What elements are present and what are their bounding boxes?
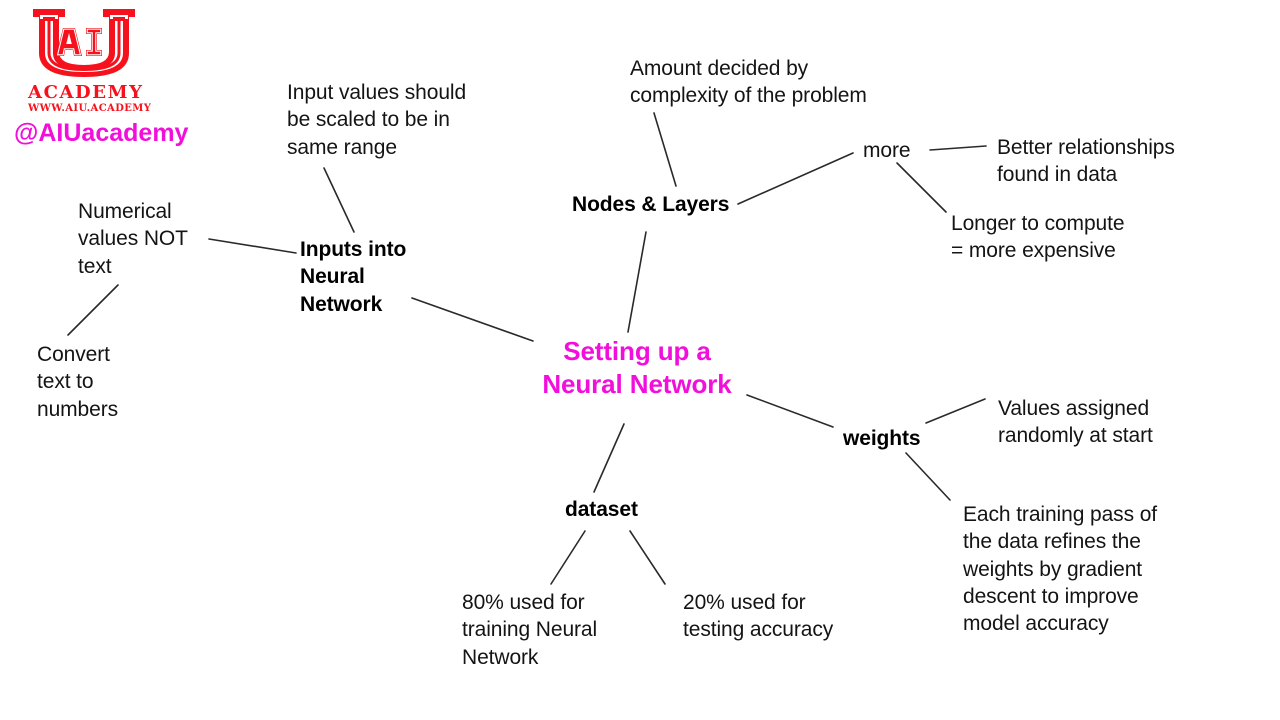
logo-academy-text: ACADEMY: [28, 82, 144, 103]
edge-center-dataset: [593, 423, 625, 493]
node-nodes-and-layers: Nodes & Layers: [572, 193, 730, 216]
node-each-training-pass-gradient-descent: Each training pass of the data refines t…: [963, 503, 1158, 636]
node-numerical-values-not-text: Numerical values NOT text: [78, 200, 188, 278]
node-input-values-scaled: Input values should be scaled to be in s…: [287, 81, 467, 159]
node-inputs-into-neural-network: Inputs into Neural Network: [300, 238, 407, 316]
edge-inputs-scaled: [323, 167, 355, 233]
edge-inputs-numerical: [208, 238, 297, 254]
edge-dataset-train80: [550, 530, 586, 585]
node-weights: weights: [843, 427, 921, 450]
logo-url-text: WWW.AIU.ACADEMY: [28, 103, 152, 114]
edge-dataset-test20: [629, 530, 666, 585]
node-20-percent-testing: 20% used for testing accuracy: [683, 591, 834, 642]
node-amount-decided-by-complexity: Amount decided by complexity of the prob…: [630, 57, 867, 108]
edge-weights-random: [925, 398, 986, 424]
node-better-relationships-found: Better relationships found in data: [997, 136, 1175, 187]
node-dataset: dataset: [565, 498, 638, 521]
node-80-percent-training: 80% used for training Neural Network: [462, 591, 598, 669]
edge-nodes-more: [737, 152, 854, 205]
node-more: more: [863, 139, 911, 162]
aiu-u-shield-icon: [33, 9, 135, 78]
edge-numerical-convert: [67, 284, 119, 336]
center-node-setting-up-neural-network: Setting up a Neural Network: [542, 336, 732, 400]
node-longer-to-compute-expensive: Longer to compute = more expensive: [951, 212, 1125, 263]
social-handle: @AIUacademy: [14, 119, 189, 147]
brand-logo-block: ACADEMY WWW.AIU.ACADEMY @AIUacademy: [14, 6, 234, 156]
node-values-assigned-randomly: Values assigned randomly at start: [998, 397, 1153, 448]
edge-weights-gradient: [905, 452, 951, 501]
edge-center-nodes-layers: [627, 231, 647, 333]
node-convert-text-to-numbers: Convert text to numbers: [37, 343, 119, 421]
edge-center-weights: [746, 394, 834, 428]
edge-more-longer: [896, 162, 947, 213]
edge-nodes-amount: [653, 112, 677, 187]
